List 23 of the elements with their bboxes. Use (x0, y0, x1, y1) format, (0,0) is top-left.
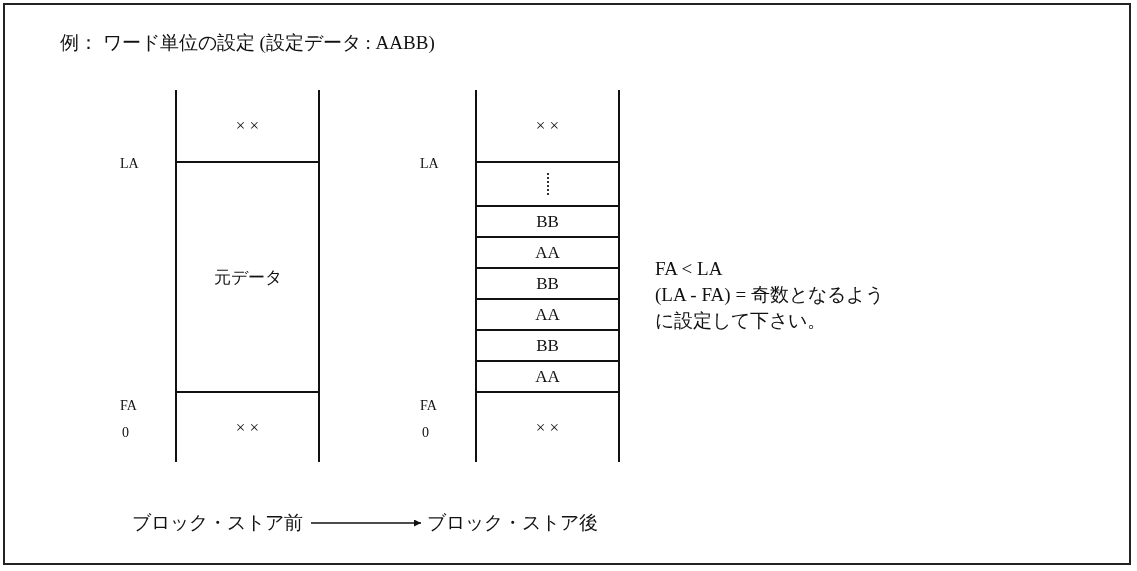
cell-text: BB (536, 211, 559, 232)
cell-text: × × (235, 115, 260, 136)
cell-text: 元データ (213, 266, 282, 289)
cell-text: BB (536, 273, 559, 294)
cell-text: AA (535, 242, 560, 263)
cell-text: × × (235, 417, 260, 438)
arrow (310, 519, 422, 527)
note-text: (LA - FA) = 奇数となるように設定して下さい。 (655, 283, 885, 333)
caption-text: ブロック・ストア後 (425, 510, 600, 536)
address-label: LA (120, 156, 139, 172)
cell-text: AA (535, 366, 560, 387)
cell-text: × × (535, 115, 560, 136)
title: 例： ワード単位の設定 (設定データ : AABB) (60, 31, 435, 55)
address-label: LA (420, 156, 439, 172)
cell-text: BB (536, 335, 559, 356)
note-text: FA < LA (655, 258, 723, 280)
caption-text: ブロック・ストア前 (130, 510, 305, 536)
cell-text: AA (535, 304, 560, 325)
address-label: FA (420, 398, 437, 414)
address-label: FA (120, 398, 137, 414)
address-label: 0 (122, 425, 129, 441)
address-label: 0 (422, 425, 429, 441)
cell-text: × × (535, 417, 560, 438)
